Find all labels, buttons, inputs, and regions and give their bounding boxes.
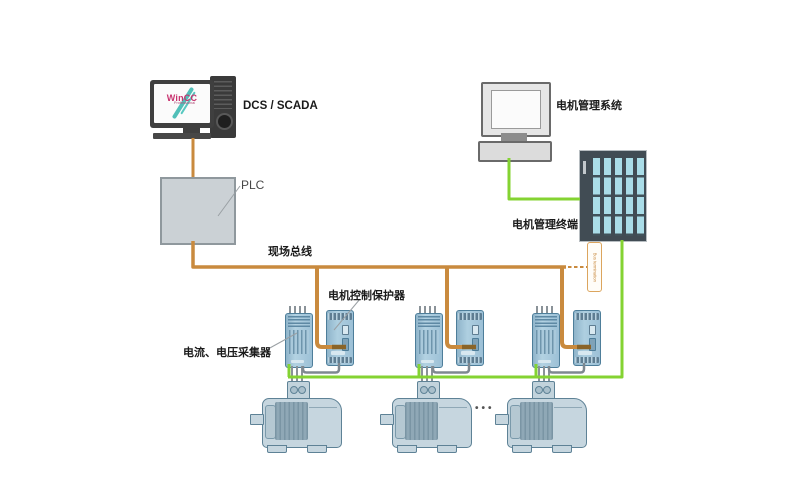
label-collector: 电流、电压采集器: [183, 347, 271, 359]
collector-terminal-rows: [535, 316, 557, 327]
protector-device: [326, 310, 354, 366]
mgmt-computer-base: [478, 141, 552, 162]
tower-vents: [214, 81, 232, 109]
collector-terminal-rows: [418, 316, 440, 327]
protector-terminal-row: [328, 357, 352, 363]
motor: [495, 381, 587, 453]
collector-slot: [538, 360, 551, 363]
label-dcs-scada: DCS / SCADA: [243, 100, 318, 112]
wincc-logo: WinCC Professional: [154, 93, 210, 108]
motor-seam: [554, 407, 582, 408]
collector-slot: [291, 360, 304, 363]
terminal-eye: [298, 386, 306, 394]
protector-terminal-row: [575, 313, 599, 320]
label-protector: 电机控制保护器: [328, 290, 405, 302]
rack-slot: [604, 158, 611, 236]
bus-termination-text: Bus termination: [592, 252, 597, 282]
label-mgmt-system: 电机管理系统: [556, 100, 622, 112]
protector-device: [456, 310, 484, 366]
scada-monitor-neck: [183, 127, 200, 134]
scada-screen: WinCC Professional: [154, 84, 210, 123]
collector-device: [285, 313, 313, 368]
scada-monitor-foot: [153, 133, 211, 139]
bus-termination-tag: Bus termination: [587, 242, 602, 292]
tower-power-button-icon: [216, 113, 233, 130]
rack-left-mark: [583, 161, 586, 174]
protector-terminal-row: [458, 313, 482, 320]
motor-shaft: [250, 414, 264, 425]
protector-terminal-row: [328, 313, 352, 320]
device-group-2: [413, 303, 495, 385]
plc-box: [160, 177, 236, 245]
motor-seam: [439, 407, 467, 408]
collector-ribs: [419, 330, 439, 354]
label-plc: PLC: [241, 178, 265, 192]
label-mgmt-terminal: 电机管理终端: [512, 219, 578, 231]
device-group-1: [283, 303, 365, 385]
collector-device: [532, 313, 560, 368]
motor-foot: [397, 445, 417, 453]
motor-cooling-ribs: [520, 402, 553, 440]
motor-body: [392, 398, 472, 448]
protector-device: [573, 310, 601, 366]
motor-cooling-ribs: [275, 402, 308, 440]
wincc-brand-text: WinCC: [166, 93, 198, 103]
motor-seam: [309, 407, 337, 408]
protector-button: [342, 325, 349, 335]
terminal-eye: [420, 386, 428, 394]
protector-slot: [578, 351, 592, 355]
protector-slot: [461, 351, 475, 355]
motor-foot: [437, 445, 457, 453]
terminal-eye: [290, 386, 298, 394]
mgmt-terminal-rack: [579, 150, 647, 242]
motor-foot: [552, 445, 572, 453]
mgmt-computer-monitor: [481, 82, 551, 137]
protector-terminal-row: [458, 357, 482, 363]
motor-foot: [307, 445, 327, 453]
cable-computer-to-rack: [507, 158, 580, 201]
label-fieldbus: 现场总线: [268, 246, 312, 258]
rack-slot: [626, 158, 633, 236]
collector-ribs: [536, 330, 556, 354]
protector-button: [589, 325, 596, 335]
collector-slot: [421, 360, 434, 363]
motor-body: [507, 398, 587, 448]
more-motors-ellipsis: •••: [475, 403, 495, 414]
rack-slot: [615, 158, 622, 236]
motor-body: [262, 398, 342, 448]
terminal-eye: [535, 386, 543, 394]
terminal-eye: [428, 386, 436, 394]
protector-slot: [331, 351, 345, 355]
rack-slot: [593, 158, 600, 236]
motor-terminal-box: [287, 381, 310, 402]
protector-display: [589, 338, 596, 351]
collector-ribs: [289, 330, 309, 354]
mgmt-computer-screen: [491, 90, 541, 129]
protector-button: [472, 325, 479, 335]
scada-tower: [210, 76, 236, 138]
motor-shaft: [380, 414, 394, 425]
protector-terminal-row: [575, 357, 599, 363]
wincc-edition-text: Professional: [173, 101, 196, 105]
collector-device: [415, 313, 443, 368]
motor-foot: [267, 445, 287, 453]
motor-terminal-box: [532, 381, 555, 402]
protector-display: [472, 338, 479, 351]
mgmt-computer-neck: [501, 133, 527, 141]
motor-cooling-ribs: [405, 402, 438, 440]
motor-shaft: [495, 414, 509, 425]
motor-foot: [512, 445, 532, 453]
scada-monitor: WinCC Professional: [150, 80, 214, 128]
protector-display: [342, 338, 349, 351]
terminal-eye: [543, 386, 551, 394]
motor: [250, 381, 342, 453]
collector-terminal-rows: [288, 316, 310, 327]
rack-slot: [637, 158, 644, 236]
fieldbus-trunk: [191, 241, 566, 269]
motor: [380, 381, 472, 453]
device-group-3: [530, 303, 612, 385]
